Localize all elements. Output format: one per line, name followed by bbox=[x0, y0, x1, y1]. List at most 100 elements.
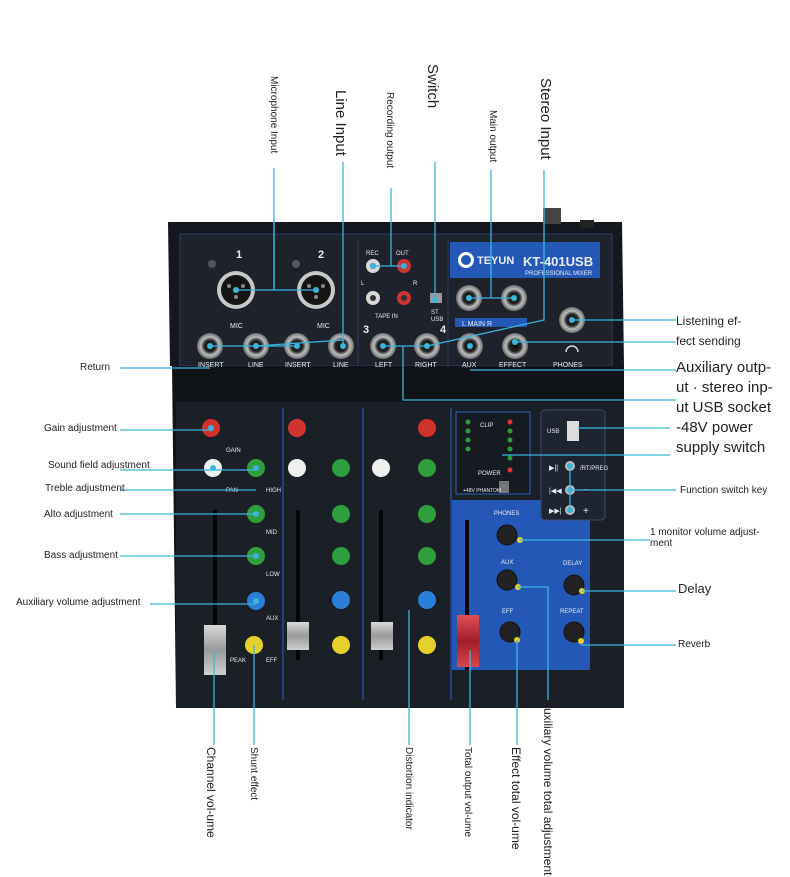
level-meter bbox=[465, 419, 513, 473]
annotation-aux-line-5: supply switch bbox=[676, 439, 766, 456]
prev-label: |◀◀ bbox=[549, 488, 562, 495]
callout-lines bbox=[120, 162, 676, 745]
ch2-aux-knob[interactable] bbox=[332, 591, 350, 609]
usb-port-label: USB bbox=[547, 429, 559, 435]
annotation-aux-total-adjustment: Auxiliary volume total adjustment bbox=[541, 700, 555, 876]
master-phones-label: PHONES bbox=[494, 511, 519, 517]
annotation-listening-line-2: fect sending bbox=[676, 334, 741, 348]
ch2-high-knob[interactable] bbox=[332, 459, 350, 477]
annotation-treble-adjustment: Treble adjustment bbox=[45, 483, 125, 494]
effect-jack-label: EFFECT bbox=[499, 362, 527, 369]
annotation-monitor-volume: 1 monitor volume adjust-ment bbox=[650, 527, 760, 549]
ch1-gain-label: GAIN bbox=[226, 448, 241, 454]
rt-preg-label: /RT/PREG bbox=[580, 466, 609, 472]
delay-knob[interactable] bbox=[563, 574, 585, 596]
plus-label: + bbox=[583, 506, 589, 517]
phones-jack-label: PHONES bbox=[553, 362, 583, 369]
annotation-microphone-input: Microphone Input bbox=[268, 76, 279, 154]
master-eff-label: EFF bbox=[502, 609, 514, 615]
stereo-rca-top bbox=[543, 208, 561, 224]
annotation-main-output: Main output bbox=[487, 110, 498, 163]
annotation-listening-line-1: Listening ef- bbox=[676, 314, 742, 328]
annotation-switch: Switch bbox=[424, 64, 441, 109]
ch1-mid-label: MID bbox=[266, 530, 278, 536]
l-label: L bbox=[361, 281, 365, 287]
annotation-aux-line-2: ut · stereo inp- bbox=[676, 379, 773, 396]
aux-jack-label: AUX bbox=[462, 362, 477, 369]
annotation-line-input: Line Input bbox=[332, 90, 349, 156]
annotation-aux-stereo-usb: Auxiliary outp- ut · stereo inp- ut USB … bbox=[676, 358, 773, 458]
mic-label-2: MIC bbox=[317, 323, 330, 330]
faders bbox=[204, 510, 479, 675]
ch1-high-label: HIGH bbox=[266, 488, 281, 494]
play-pause-label: ▶|| bbox=[549, 465, 558, 472]
front-panel bbox=[172, 366, 624, 708]
annotation-channel-volume: Channel vol-ume bbox=[204, 747, 218, 838]
annotation-total-output-volume: Total output vol-ume bbox=[462, 747, 473, 838]
insert-label-2: INSERT bbox=[285, 362, 311, 369]
right-label: RIGHT bbox=[415, 362, 438, 369]
ch34-mid-knob[interactable] bbox=[418, 505, 436, 523]
tape-in-label: TAPE IN bbox=[375, 314, 398, 320]
channel-3-4-fader[interactable] bbox=[371, 622, 393, 650]
model-subtitle: PROFESSIONAL MIXER bbox=[525, 271, 593, 277]
ch2-number: 2 bbox=[318, 249, 324, 261]
ch34-high-knob[interactable] bbox=[418, 459, 436, 477]
line-label-2: LINE bbox=[333, 362, 349, 369]
main-lr-label-bar bbox=[455, 318, 527, 327]
annotation-gain-adjustment: Gain adjustment bbox=[44, 423, 117, 434]
annotation-function-switch-key: Function switch key bbox=[680, 485, 768, 496]
line-label-1: LINE bbox=[248, 362, 264, 369]
annotation-delay: Delay bbox=[678, 581, 712, 596]
mic-label-1: MIC bbox=[230, 323, 243, 330]
annotation-effect-total-volume: Effect total vol-ume bbox=[509, 747, 523, 850]
ch3-number: 3 bbox=[363, 324, 369, 336]
annotation-alto-adjustment: Alto adjustment bbox=[44, 509, 113, 520]
ch1-aux-label: AUX bbox=[266, 616, 278, 622]
usb-socket[interactable] bbox=[567, 421, 579, 441]
ch2-pan-knob[interactable] bbox=[288, 459, 306, 477]
left-label: LEFT bbox=[375, 362, 393, 369]
annotation-recording-output: Recording output bbox=[384, 92, 395, 169]
annotation-shunt-effect: Shunt effect bbox=[248, 747, 259, 801]
ch34-eff-knob[interactable] bbox=[418, 636, 436, 654]
headphones-icon bbox=[565, 345, 579, 353]
master-aux-knob[interactable] bbox=[496, 569, 518, 591]
phantom-label: +48V PHANTOM bbox=[463, 488, 501, 494]
ch2-mid-knob[interactable] bbox=[332, 505, 350, 523]
ch2-gain-knob[interactable] bbox=[288, 419, 306, 437]
model-name: KT-401USB bbox=[523, 254, 593, 269]
ch34-aux-knob[interactable] bbox=[418, 591, 436, 609]
ch1-peak-label: PEAK bbox=[230, 658, 246, 664]
ch34-gain-knob[interactable] bbox=[418, 419, 436, 437]
phantom-switch[interactable] bbox=[499, 481, 509, 493]
ch1-low-label: LOW bbox=[266, 572, 280, 578]
panel-labels: 1 2 MIC MIC INSERT LINE INSERT LINE 3 4 … bbox=[198, 249, 609, 664]
ch34-pan-knob[interactable] bbox=[372, 459, 390, 477]
master-phones-knob[interactable] bbox=[496, 524, 518, 546]
clip-label: CLIP bbox=[480, 423, 493, 429]
master-aux-label: AUX bbox=[501, 560, 513, 566]
ch2-low-knob[interactable] bbox=[332, 547, 350, 565]
channel-1-fader[interactable] bbox=[204, 625, 226, 675]
repeat-knob[interactable] bbox=[563, 621, 585, 643]
effect-send-jack[interactable] bbox=[502, 333, 528, 359]
delay-label: DELAY bbox=[563, 561, 582, 567]
ch34-low-knob[interactable] bbox=[418, 547, 436, 565]
rec-label: REC bbox=[366, 251, 379, 257]
ch1-eff-label: EFF bbox=[266, 658, 278, 664]
channel-2-fader[interactable] bbox=[287, 622, 309, 650]
ch2-eff-knob[interactable] bbox=[332, 636, 350, 654]
master-fader[interactable] bbox=[457, 615, 479, 667]
r-label: R bbox=[413, 281, 418, 287]
annotation-stereo-input: Stereo Input bbox=[537, 78, 554, 160]
annotation-aux-line-1: Auxiliary outp- bbox=[676, 359, 772, 376]
ch1-number: 1 bbox=[236, 249, 242, 261]
annotation-auxiliary-volume-adjustment: Auxiliary volume adjustment bbox=[16, 597, 141, 608]
annotation-sound-field-adjustment: Sound field adjustment bbox=[48, 460, 150, 471]
annotation-reverb: Reverb bbox=[678, 639, 711, 650]
master-eff-knob[interactable] bbox=[499, 621, 521, 643]
repeat-label: REPEAT bbox=[560, 609, 584, 615]
annotation-listening-effect-sending: Listening ef- fect sending bbox=[676, 311, 741, 351]
